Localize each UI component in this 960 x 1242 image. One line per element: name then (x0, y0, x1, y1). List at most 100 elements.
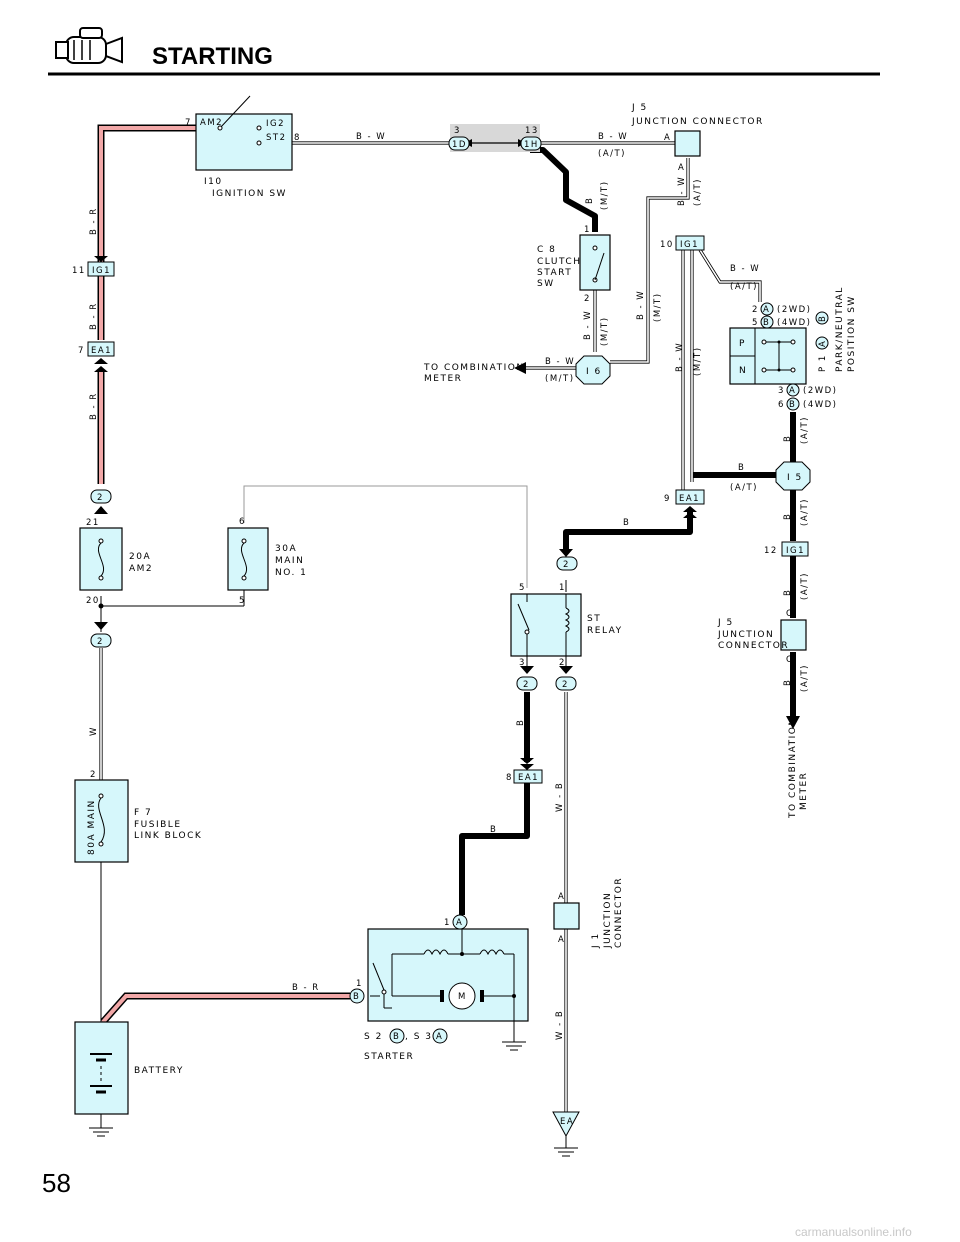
svg-text:2: 2 (559, 658, 566, 668)
svg-text:B - R: B - R (89, 302, 99, 330)
page-number: 58 (42, 1168, 71, 1198)
svg-text:(A/T): (A/T) (598, 149, 626, 159)
svg-text:I 5: I 5 (787, 473, 803, 483)
svg-text:IG1: IG1 (92, 266, 111, 276)
svg-text:W - B: W - B (555, 782, 565, 812)
svg-text:N: N (739, 366, 747, 376)
svg-text:METER: METER (424, 374, 462, 384)
wire-b-r-ignition (97, 124, 196, 484)
svg-text:6: 6 (239, 517, 246, 527)
svg-text:B - W: B - W (545, 357, 575, 367)
svg-text:S 2: S 2 (364, 1032, 383, 1042)
svg-text:5: 5 (239, 596, 246, 606)
svg-text:1H: 1H (524, 140, 539, 150)
svg-text:3: 3 (454, 126, 461, 136)
svg-text:2: 2 (752, 305, 759, 315)
connector-1d (448, 136, 470, 151)
svg-text:(A/T): (A/T) (800, 664, 810, 692)
wire-b-w (292, 141, 762, 490)
svg-text:80A MAIN: 80A MAIN (87, 799, 97, 855)
connector-2-lower-left (90, 633, 112, 648)
svg-text:I 6: I 6 (586, 367, 602, 377)
svg-text:2: 2 (97, 637, 104, 647)
svg-text:A: A (763, 305, 770, 315)
svg-text:3: 3 (519, 658, 526, 668)
connector-2-relay-right (555, 676, 577, 691)
svg-text:CONNECTOR: CONNECTOR (614, 877, 624, 948)
svg-text:30A: 30A (275, 544, 297, 554)
svg-text:20A: 20A (129, 552, 151, 562)
svg-text:(A/T): (A/T) (730, 282, 758, 292)
svg-text:B: B (516, 719, 526, 726)
svg-text:B - W: B - W (636, 290, 646, 320)
battery (74, 1021, 129, 1137)
svg-text:2: 2 (584, 294, 591, 304)
svg-text:B - R: B - R (89, 207, 99, 235)
wire-b (459, 147, 796, 915)
svg-text:NO. 1: NO. 1 (275, 568, 307, 578)
svg-text:SW: SW (537, 279, 555, 289)
svg-text:B: B (490, 825, 497, 835)
svg-text:JUNCTION: JUNCTION (717, 630, 774, 640)
svg-text:A: A (664, 133, 671, 143)
svg-text:20: 20 (86, 596, 100, 606)
svg-text:P 1: P 1 (818, 354, 828, 372)
connector-1h (520, 136, 542, 151)
svg-text:2: 2 (97, 493, 104, 503)
st-relay (510, 593, 582, 657)
svg-text:B: B (623, 518, 630, 528)
svg-text:CONNECTOR: CONNECTOR (718, 641, 789, 651)
svg-text:12: 12 (764, 546, 778, 556)
svg-text:1: 1 (584, 225, 591, 235)
clutch-start-switch (579, 234, 611, 291)
svg-text:6: 6 (778, 400, 785, 410)
svg-text:2: 2 (563, 560, 570, 570)
svg-text:M: M (458, 992, 467, 1002)
svg-text:13: 13 (525, 126, 539, 136)
svg-text:B - W: B - W (677, 176, 687, 206)
svg-text:(A/T): (A/T) (730, 483, 758, 493)
svg-text:2: 2 (90, 770, 97, 780)
svg-text:JUNCTION: JUNCTION (603, 892, 613, 949)
svg-text:C: C (786, 655, 793, 665)
svg-text:ST: ST (587, 614, 601, 624)
connector-ig1-right (781, 541, 809, 557)
ignition-ig2-label: IG2 (266, 119, 285, 129)
svg-text:10: 10 (660, 240, 674, 250)
svg-text:3: 3 (778, 386, 785, 396)
junction-j5-top (674, 130, 701, 157)
svg-text:START: START (537, 268, 572, 278)
svg-text:(2WD): (2WD) (803, 386, 838, 396)
ignition-pin8: 8 (294, 133, 301, 143)
svg-text:P: P (739, 339, 746, 349)
svg-text:TO COMBINATION: TO COMBINATION (788, 717, 798, 819)
svg-text:C: C (786, 609, 793, 619)
svg-text:(4WD): (4WD) (803, 400, 838, 410)
svg-text:8: 8 (506, 773, 513, 783)
svg-text:11: 11 (72, 266, 86, 276)
svg-text:IG1: IG1 (680, 240, 699, 250)
svg-text:A: A (436, 1032, 443, 1042)
svg-text:PARK/NEUTRAL: PARK/NEUTRAL (835, 286, 845, 372)
svg-text:5: 5 (752, 318, 759, 328)
svg-text:B - R: B - R (89, 392, 99, 420)
svg-text:2: 2 (562, 680, 569, 690)
svg-text:EA1: EA1 (518, 773, 539, 783)
ignition-am2-label: AM2 (200, 118, 223, 128)
svg-text:(A/T): (A/T) (800, 416, 810, 444)
svg-text:B: B (783, 435, 793, 442)
ignition-switch (195, 95, 293, 171)
svg-text:(M/T): (M/T) (600, 316, 610, 346)
svg-text:A: A (456, 918, 463, 928)
svg-text:CLUTCH: CLUTCH (537, 257, 581, 267)
svg-text:MAIN: MAIN (275, 556, 304, 566)
svg-text:(4WD): (4WD) (777, 318, 812, 328)
svg-text:B - W: B - W (675, 342, 685, 372)
starter-motor-icon (55, 27, 123, 64)
svg-text:21: 21 (86, 518, 100, 528)
svg-text:TO COMBINATION: TO COMBINATION (423, 363, 525, 373)
svg-text:B: B (783, 513, 793, 520)
junction-i5 (775, 461, 811, 491)
junction-j1 (553, 902, 580, 930)
svg-text:IG1: IG1 (786, 546, 805, 556)
